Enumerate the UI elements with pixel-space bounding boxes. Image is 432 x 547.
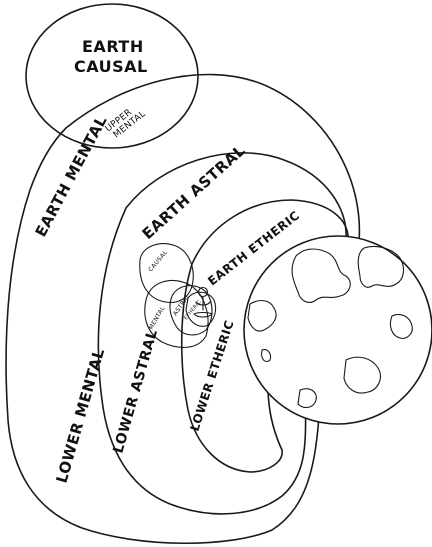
earth-causal-label-line2: CAUSAL [74, 57, 148, 76]
causal-small-label: CAUSAL [147, 249, 169, 274]
lower-astral-label: LOWER ASTRAL [110, 328, 161, 455]
labels: EARTH CAUSAL UPPER MENTAL EARTH MENTAL L… [32, 37, 303, 485]
earth-causal-label-line1: EARTH [82, 37, 144, 56]
mental-small-label: MENTAL [148, 305, 167, 331]
lower-mental-label: LOWER MENTAL [53, 346, 109, 485]
earth-mental-label: EARTH MENTAL [32, 112, 111, 239]
earth-astral-label: EARTH ASTRAL [139, 141, 249, 243]
earth-globe [244, 236, 432, 424]
lower-etheric-label: LOWER ETHERIC [188, 318, 237, 433]
